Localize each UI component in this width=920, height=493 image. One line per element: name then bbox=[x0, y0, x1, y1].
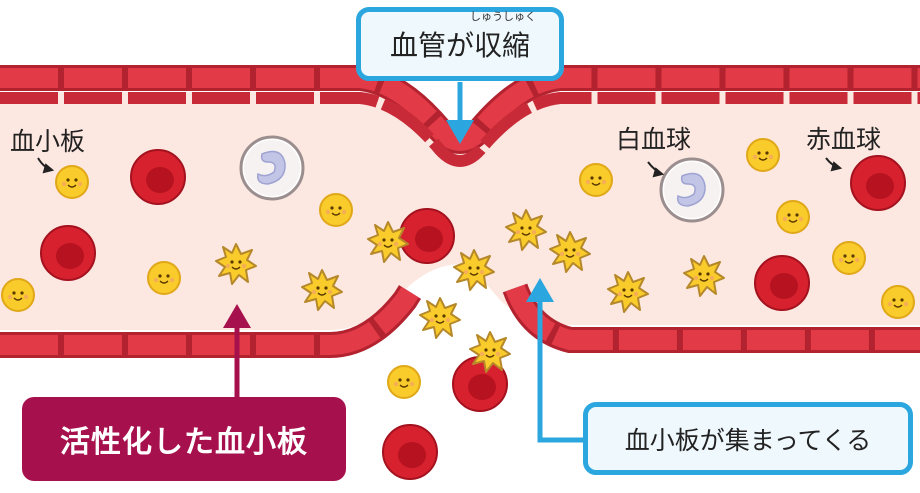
callout-activated-platelets: 活性化した血小板 bbox=[22, 397, 346, 481]
arrow-gathering bbox=[526, 278, 583, 443]
arrow-activated bbox=[223, 304, 251, 397]
callout-vasoconstriction-main: 血管が bbox=[389, 29, 474, 62]
vessel-wall-lower bbox=[0, 283, 920, 358]
label-red-blood-cell: 赤血球 bbox=[806, 125, 882, 154]
callout-vasoconstriction-ruby: しゅうしゅく bbox=[470, 10, 537, 23]
callout-vasoconstriction: 血管が しゅうしゅく 収縮 bbox=[356, 7, 564, 81]
label-white-blood-cell: 白血球 bbox=[616, 125, 692, 154]
arrow-vasoconstriction bbox=[446, 82, 474, 144]
callout-vasoconstriction-kanji-wrap: しゅうしゅく 収縮 bbox=[470, 10, 536, 64]
label-platelet: 血小板 bbox=[10, 127, 86, 156]
label-pointers bbox=[37, 157, 843, 178]
callout-platelets-gathering: 血小板が集まってくる bbox=[583, 402, 913, 475]
callout-vasoconstriction-kanji: 収縮 bbox=[474, 29, 531, 62]
